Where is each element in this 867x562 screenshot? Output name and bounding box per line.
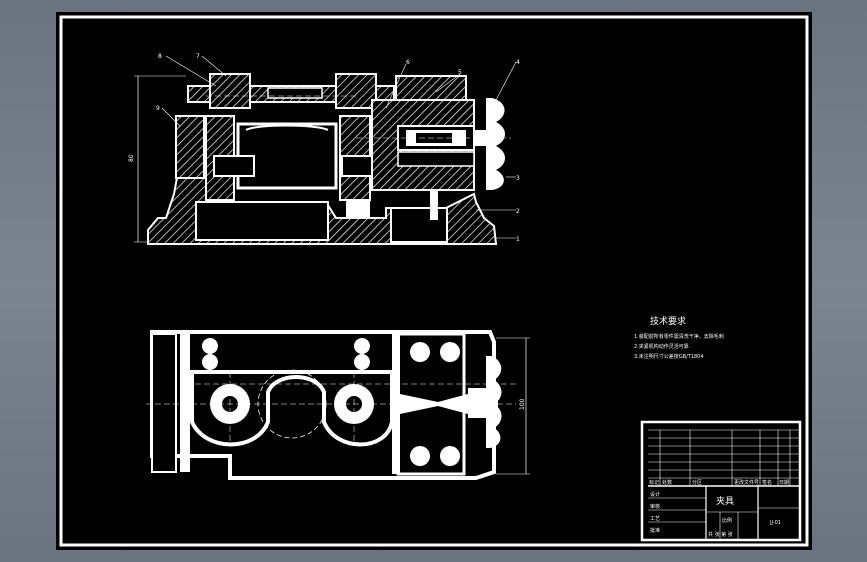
balloon-front-3: 5 [458, 69, 462, 76]
screw-housing-top [395, 75, 467, 101]
front-balloons: 8 7 6 5 4 9 3 2 1 [156, 53, 520, 243]
svg-text:批准: 批准 [650, 527, 660, 534]
balloon-front-0: 8 [158, 53, 162, 60]
top-view: 100 [146, 330, 530, 480]
tech-line-2: 2.夹紧机构动作灵活可靠 [634, 343, 689, 350]
sheet-border [59, 15, 809, 547]
svg-text:共 张 第 张: 共 张 第 张 [708, 531, 733, 538]
base-cavity [195, 201, 329, 241]
front-section-view: 80 [128, 73, 511, 245]
base-pocket [390, 207, 448, 243]
drawing-sheet[interactable]: 80 8 7 6 5 4 9 3 2 1 [56, 12, 812, 550]
nut-block-left [209, 73, 251, 109]
svg-text:更改文件号: 更改文件号 [734, 479, 759, 486]
handwheel-top [486, 356, 502, 448]
balloon-front-6: 3 [516, 175, 520, 182]
balloon-front-5: 9 [156, 105, 160, 112]
balloon-front-2: 6 [406, 59, 410, 66]
part-number: JJ-01 [769, 520, 781, 526]
tech-line-1: 1.装配前所有零件需清洗干净，去除毛刺 [634, 333, 724, 340]
technical-requirements: 技术要求 1.装配前所有零件需清洗干净，去除毛刺 2.夹紧机构动作灵活可靠 3.… [634, 315, 724, 360]
svg-text:签名: 签名 [762, 479, 772, 486]
svg-text:处数: 处数 [662, 479, 672, 486]
svg-text:日期: 日期 [779, 480, 789, 486]
left-post [175, 115, 205, 179]
tech-title: 技术要求 [650, 315, 686, 327]
balloon-front-4: 4 [516, 59, 520, 66]
dim-front-height: 80 [128, 154, 135, 162]
svg-text:比例: 比例 [722, 517, 732, 524]
svg-text:审核: 审核 [650, 503, 660, 510]
svg-text:标记: 标记 [649, 479, 659, 486]
svg-text:分区: 分区 [692, 479, 702, 486]
tech-line-3: 3.未注明尺寸公差按GB/T1804 [634, 353, 704, 360]
svg-text:工艺: 工艺 [650, 516, 660, 522]
drawing-name: 夹具 [716, 495, 734, 507]
bar-slot [267, 87, 323, 99]
nut-block-right [335, 73, 377, 109]
svg-text:设计: 设计 [650, 491, 660, 498]
balloon-front-1: 7 [196, 53, 200, 60]
dim-top-width: 100 [519, 398, 526, 410]
handwheel [486, 98, 505, 190]
balloon-front-7: 2 [516, 208, 520, 215]
title-block: 标记 处数 分区 更改文件号 签名 日期 设计 审核 工艺 批准 [640, 420, 802, 542]
balloon-front-8: 1 [516, 236, 520, 243]
cad-drawing: 80 8 7 6 5 4 9 3 2 1 [59, 15, 809, 547]
